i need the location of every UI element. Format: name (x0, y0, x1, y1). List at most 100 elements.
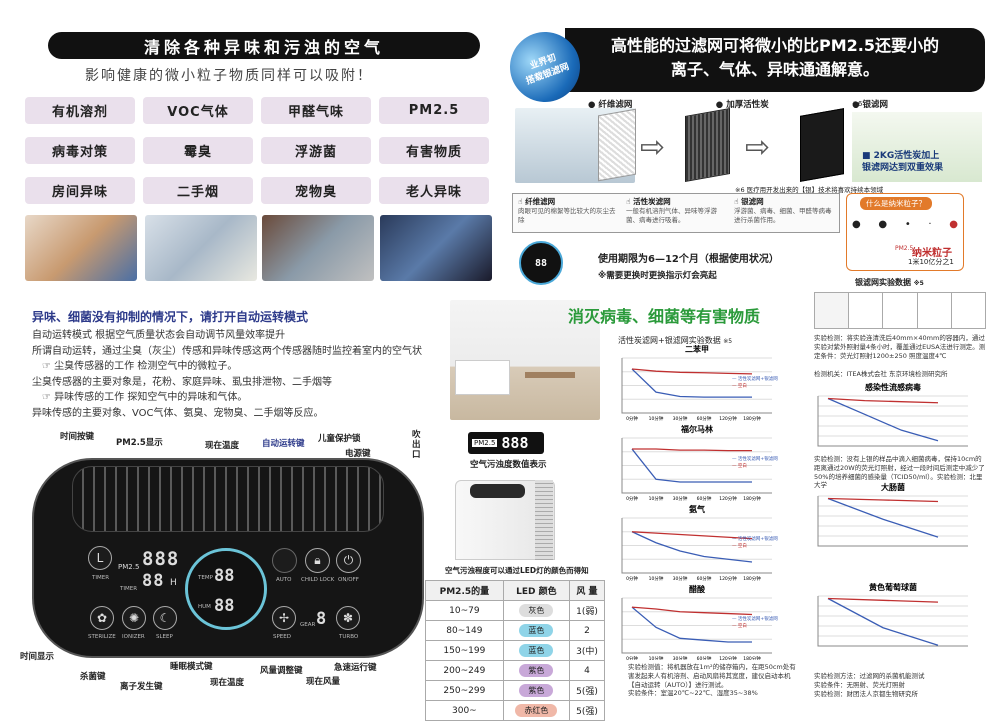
sample-line-2: 银滤网达到双重效果 (862, 163, 944, 173)
led-cell: 蓝色 (502, 620, 570, 641)
ionizer-button[interactable]: ✺ (122, 606, 146, 630)
nano-label: 纳米粒子 (912, 248, 952, 259)
tag-item: 老人异味 (379, 177, 489, 204)
tick-label: 10分钟 (649, 495, 664, 502)
tick-label: 180分钟 (743, 575, 761, 582)
tag-item: 病毒对策 (25, 137, 135, 164)
right-note-3: 实验检测：没有上银的样品中滴入细菌病毒，保持10cm的距离通过20W的荧光灯照射… (814, 455, 985, 490)
lab-note-text: 实验检测值：将机器放在1m²的储存箱内，在距50cm处有害发起来人有机溶剂、启动… (628, 663, 796, 689)
lifetime-line-1: 使用期限为6—12个月（根据使用状况） (598, 254, 779, 265)
filter-info-col: ☝ 银滤网浮游菌、病毒、细菌、甲醛等病毒进行杀菌作用。 (734, 196, 834, 225)
hum-caption: HUM (198, 604, 211, 610)
axis (621, 438, 772, 494)
step-silver: ● 银滤网 (852, 100, 888, 110)
moon-icon: ☾ (159, 611, 171, 625)
sterilize-icon: ✿ (96, 611, 108, 625)
tick-label: 30分钟 (673, 575, 688, 582)
speed-button[interactable]: ✢ (272, 606, 296, 630)
led-cell: 250~299 (425, 680, 504, 701)
child-lock-caption: CHILD LOCK (301, 577, 335, 583)
series-line (827, 597, 939, 603)
led-cell: 5(强) (568, 700, 606, 721)
auto-line: ☞ 尘臭传感器的工作 检测空气中的微粒子。 (42, 361, 238, 372)
tick-label: 0分钟 (626, 415, 638, 422)
auto-mode-body: 自动运转模式 根据空气质量状态会自动调节风量效率提升 所谓自动运转，通过尘臭（灰… (32, 328, 422, 421)
filter-title-1: 高性能的过滤网可将微小的比PM2.5还要小的 (611, 36, 939, 55)
photo-elderly (262, 215, 374, 281)
label-turbo: 急速运行键 (334, 663, 377, 673)
timer-button[interactable]: L (88, 546, 112, 570)
led-cell: 紫色 (502, 660, 570, 681)
fan-icon: ✢ (278, 611, 290, 625)
filter-title-bar: 高性能的过滤网可将微小的比PM2.5还要小的 离子、气体、异味通通解意。 (565, 28, 985, 92)
pm-display-caption: 空气污浊度数值表示 (470, 460, 547, 470)
temp-digits: 88 (214, 566, 235, 586)
tick-label: 120分钟 (719, 575, 737, 582)
series-line (827, 397, 939, 404)
kitchen-counter (455, 360, 510, 395)
left-title-bar: 清除各种异味和污浊的空气 (48, 32, 480, 59)
tag-item: 有害物质 (379, 137, 489, 164)
sleep-caption: SLEEP (156, 634, 173, 640)
auto-mode-title: 异味、细菌没有抑制的情况下，请打开自动运转模式 (32, 310, 309, 324)
tick-label: 120分钟 (719, 495, 737, 502)
label-current-temp: 现在温度 (205, 441, 240, 451)
series-line (631, 368, 752, 398)
label-time-display: 时间显示 (20, 652, 55, 662)
tick-label: 30分钟 (673, 655, 688, 660)
auto-line: ☞ 异味传感的工作 探知空气中的异味和气体。 (42, 392, 248, 403)
timer-digits: 88 (142, 571, 165, 591)
tick-label: 60分钟 (697, 655, 712, 660)
turbo-button[interactable]: ✽ (336, 606, 360, 630)
pm-display-digits: 888 (501, 434, 529, 452)
legend-item: — 活性炭滤网+银滤网 (732, 455, 778, 462)
label-temp-now: 现在温度 (210, 678, 245, 688)
led-cell: 80~149 (425, 620, 504, 641)
child-lock-button[interactable]: 🔒︎ (305, 548, 330, 573)
tick-label: 10分钟 (649, 655, 664, 660)
step-carbon: ● 加厚活性炭 (715, 100, 769, 110)
tick-label: 0分钟 (626, 575, 638, 582)
power-button[interactable]: ⏻ (336, 548, 361, 573)
tick-label: 0分钟 (626, 495, 638, 502)
auto-line: 异味传感的主要对象、VOC气体、氨臭、宠物臭、二手烟等反应。 (32, 407, 324, 419)
label-power: 电源键 (345, 449, 371, 459)
pm-digits: 888 (142, 548, 180, 570)
filter-steps: ● 纤维滤网 ● 加厚活性炭 ● 银滤网 (588, 98, 888, 110)
tag-item: 甲醛气味 (261, 97, 371, 124)
silver-table (813, 292, 987, 329)
series-line (631, 531, 753, 540)
sterilize-button[interactable]: ✿ (90, 606, 114, 630)
nano-scale: ●●•·● (852, 218, 958, 230)
axis (621, 358, 772, 414)
sample-line-1: ■ 2KG活性炭加上 (862, 151, 940, 161)
auto-button[interactable] (272, 548, 297, 573)
gear-digit: 8 (316, 609, 327, 629)
center-dial (185, 548, 267, 630)
led-header: LED 颜色 (502, 580, 570, 601)
rchart-title: 黄色葡萄球菌 (869, 582, 917, 592)
label-auto-button: 自动运转键 (262, 439, 305, 449)
pm-display-box: PM2.5 888 (468, 432, 544, 454)
lifetime-line-2: ※需要更换时更换指示灯会亮起 (598, 271, 717, 281)
lifetime-display: 88 (519, 241, 563, 285)
filter-info-title: ☝ 活性炭滤网 (626, 197, 671, 206)
timer-caption: TIMER (92, 575, 110, 581)
tag-item: VOC气体 (143, 97, 253, 124)
lifetime-text: 使用期限为6—12个月（根据使用状况） ※需要更换时更换指示灯会亮起 (598, 252, 779, 284)
tag-item: 二手烟 (143, 177, 253, 204)
auto-line: 所谓自动运转，通过尘臭（灰尘）传感和异味传感这两个传感器随时监控着室内的空气状 (32, 345, 422, 357)
legend-item: — 活性炭滤网+银滤网 (732, 535, 778, 542)
label-sleep: 睡眠模式键 (170, 662, 213, 672)
chart-title: 福尔马林 (680, 424, 713, 434)
nano-title: 什么是纳米粒子？ (860, 197, 932, 210)
axis (621, 598, 772, 654)
photo-dental (380, 215, 492, 281)
label-ion: 离子发生键 (120, 682, 163, 692)
sleep-button[interactable]: ☾ (153, 606, 177, 630)
pm-display-label: PM2.5 (472, 439, 498, 447)
